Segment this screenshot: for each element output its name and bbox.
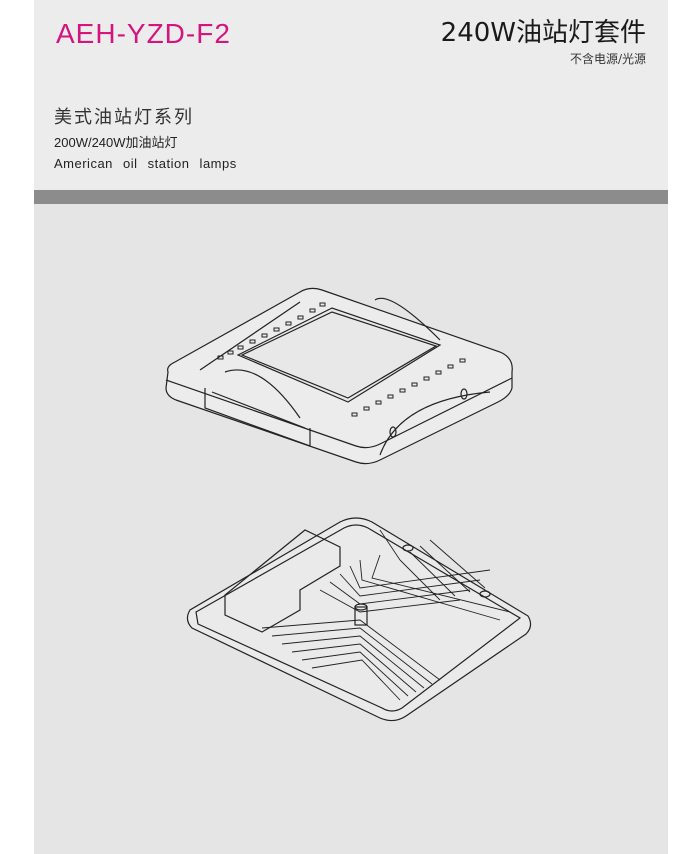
page-panel: AEH-YZD-F2 240W油站灯套件 不含电源/光源 美式油站灯系列 200… — [34, 0, 668, 854]
lamp-cover-drawing — [165, 287, 513, 465]
lamp-housing-drawing — [186, 517, 532, 722]
header: AEH-YZD-F2 240W油站灯套件 不含电源/光源 美式油站灯系列 200… — [34, 0, 668, 190]
product-subtitle: 不含电源/光源 — [569, 52, 646, 66]
product-title: 240W油站灯套件 — [440, 18, 646, 48]
divider-bar — [34, 190, 668, 204]
model-number: AEH-YZD-F2 — [56, 18, 231, 49]
series-name: 美式油站灯系列 — [54, 107, 194, 128]
english-name: American oil station lamps — [54, 156, 237, 171]
spec-text: 200W/240W加油站灯 — [54, 135, 178, 150]
